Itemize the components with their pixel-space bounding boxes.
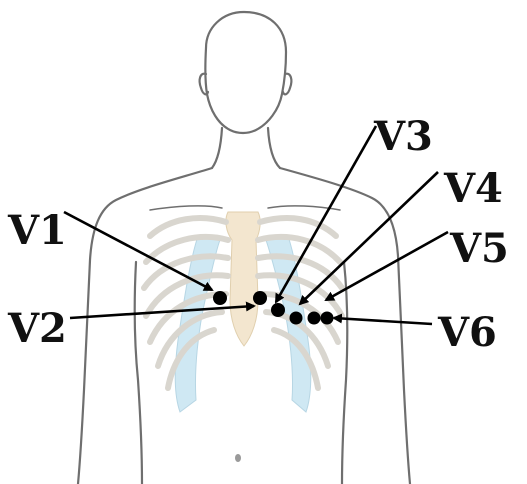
v4-electrode <box>290 312 303 325</box>
navel <box>235 454 241 462</box>
v5-electrode <box>308 312 321 325</box>
v1-electrode <box>213 291 227 305</box>
v4-arrow <box>300 172 438 304</box>
v5-label: V5 <box>449 225 509 272</box>
v2-label: V2 <box>7 305 67 352</box>
v6-label: V6 <box>437 309 497 356</box>
v4-label: V4 <box>443 165 503 212</box>
v1-arrow <box>64 212 212 290</box>
left-torso-side <box>135 262 142 484</box>
v3-arrow <box>276 126 376 302</box>
v2-electrode <box>253 291 267 305</box>
left-collar-line <box>150 206 222 210</box>
head-outline <box>205 12 286 133</box>
v6-electrode <box>321 312 334 325</box>
v2-arrow <box>70 306 254 318</box>
neck-right <box>268 128 280 168</box>
v3-electrode <box>271 303 285 317</box>
sternum <box>226 212 260 346</box>
v6-arrow <box>334 318 432 324</box>
right-torso-side <box>342 262 347 484</box>
v3-label: V3 <box>373 113 433 160</box>
neck-left <box>212 128 222 168</box>
v1-label: V1 <box>7 207 67 254</box>
